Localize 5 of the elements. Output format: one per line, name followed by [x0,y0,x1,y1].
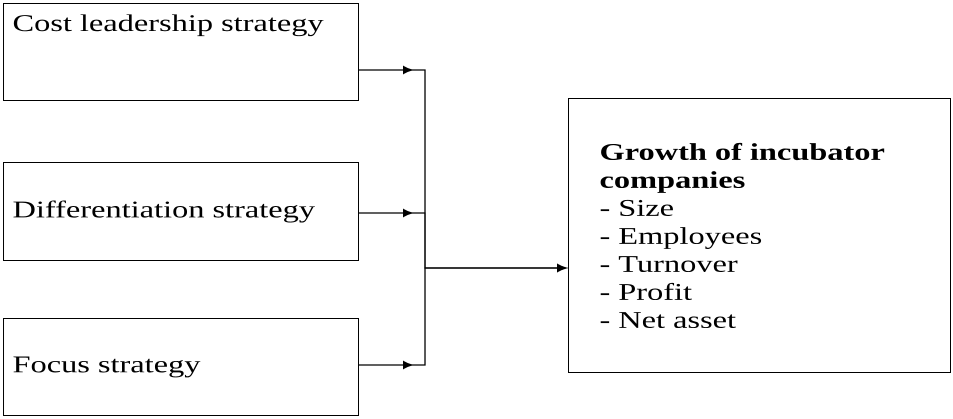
strategy-box: Cost leadership strategy [3,3,359,101]
strategy-box: Differentiation strategy [3,162,359,261]
strategy-box: Focus strategy [3,318,359,416]
arrow [359,264,566,369]
outcome-box: Growth of incubator companies - Size - Employees - Turnover - Profit - Net asset [568,98,951,373]
